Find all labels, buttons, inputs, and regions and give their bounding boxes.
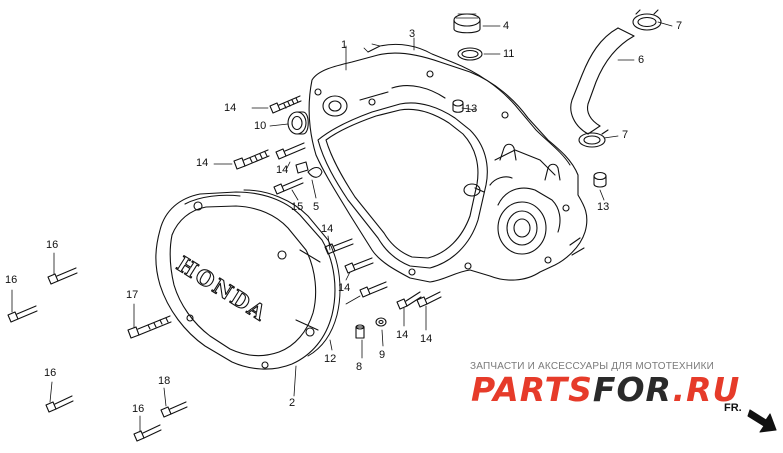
callout-5: 5 [313, 201, 320, 213]
cap-13b [593, 171, 607, 188]
callout-17: 17 [126, 289, 139, 301]
callout-15: 15 [291, 201, 304, 213]
direction-label: FR. [724, 402, 742, 414]
callout-9: 9 [379, 349, 386, 361]
callout-11: 11 [503, 48, 515, 60]
callout-16a: 16 [46, 239, 59, 251]
o-ring [457, 47, 483, 61]
hose-clamp-lower [578, 129, 609, 148]
cap-13 [452, 99, 464, 113]
callout-7b: 7 [622, 129, 629, 141]
clutch-cover [155, 191, 336, 370]
seal-piece [307, 166, 323, 178]
watermark-logo: PARTSFOR.RU [471, 372, 740, 408]
callout-12: 12 [324, 353, 337, 365]
cover-gasket [367, 43, 571, 166]
callout-3: 3 [409, 28, 416, 40]
oil-filler-cap [453, 13, 481, 34]
callout-10: 10 [254, 120, 267, 132]
callout-18: 18 [158, 375, 171, 387]
callout-2: 2 [289, 397, 296, 409]
watermark-logo-for: FOR [592, 370, 673, 409]
callout-14c: 14 [276, 164, 289, 176]
callout-14d: 14 [321, 223, 334, 235]
callout-4: 4 [503, 20, 510, 32]
water-hose [570, 27, 619, 135]
clutch-cover-gasket [243, 189, 341, 357]
honda-logo: HONDA [172, 250, 273, 326]
direction-arrow [747, 409, 777, 433]
dowel-pin [295, 161, 309, 174]
callout-16c: 16 [44, 367, 57, 379]
callout-1: 1 [341, 39, 348, 51]
leader-lines [11, 21, 673, 433]
callout-14f: 14 [396, 329, 409, 341]
callout-14g: 14 [420, 333, 433, 345]
callout-16b: 16 [5, 274, 18, 286]
watermark-logo-ru: .RU [672, 370, 741, 409]
callout-16d: 16 [132, 403, 145, 415]
watermark-logo-parts: PARTS [471, 370, 593, 409]
bolts [7, 95, 442, 442]
honda-brand-text: HONDA [172, 251, 272, 326]
callout-7: 7 [676, 20, 683, 32]
callout-14b: 14 [196, 157, 209, 169]
watermark-subtitle: ЗАПЧАСТИ И АКСЕССУАРЫ ДЛЯ МОТОТЕХНИКИ [470, 361, 715, 372]
callout-6: 6 [638, 54, 645, 66]
callout-13: 13 [465, 103, 478, 115]
oil-seal [287, 111, 309, 135]
callout-8: 8 [356, 361, 363, 373]
callout-14e: 14 [338, 282, 351, 294]
callout-14a: 14 [224, 102, 237, 114]
crankcase-cover [308, 52, 588, 283]
callout-13b: 13 [597, 201, 610, 213]
hose-clamp [632, 9, 662, 31]
